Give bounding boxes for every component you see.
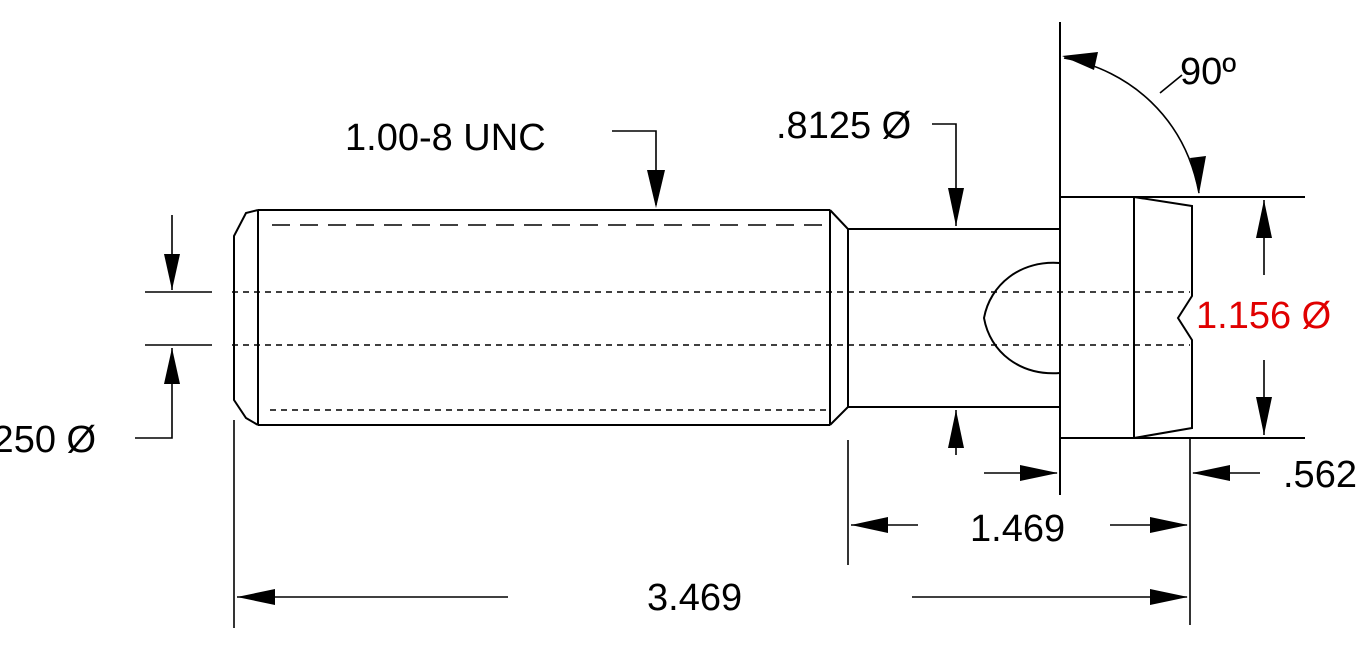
thread-callout-label: 1.00-8 UNC [345, 117, 546, 159]
bore-diameter-label: .250 Ø [0, 419, 96, 461]
head-diameter-label: 1.156 Ø [1196, 295, 1331, 337]
head-length-dimension [984, 438, 1260, 625]
bore-diameter-dimension [135, 215, 212, 439]
part-outline [233, 22, 1305, 495]
head-diameter-dimension [1256, 200, 1272, 435]
overall-length-dimension [233, 420, 1188, 628]
angle-label: 90º [1180, 51, 1236, 93]
neck-diameter-label: .8125 Ø [776, 105, 911, 147]
thread-leader [612, 130, 665, 208]
shoulder-length-dimension [847, 440, 1188, 565]
head-length-label: .562 [1283, 454, 1357, 496]
overall-length-label: 3.469 [647, 577, 742, 619]
hidden-lines [232, 224, 1190, 411]
angle-dimension [1062, 52, 1206, 194]
neck-diameter-dimension [932, 123, 964, 455]
shoulder-length-label: 1.469 [970, 508, 1065, 550]
